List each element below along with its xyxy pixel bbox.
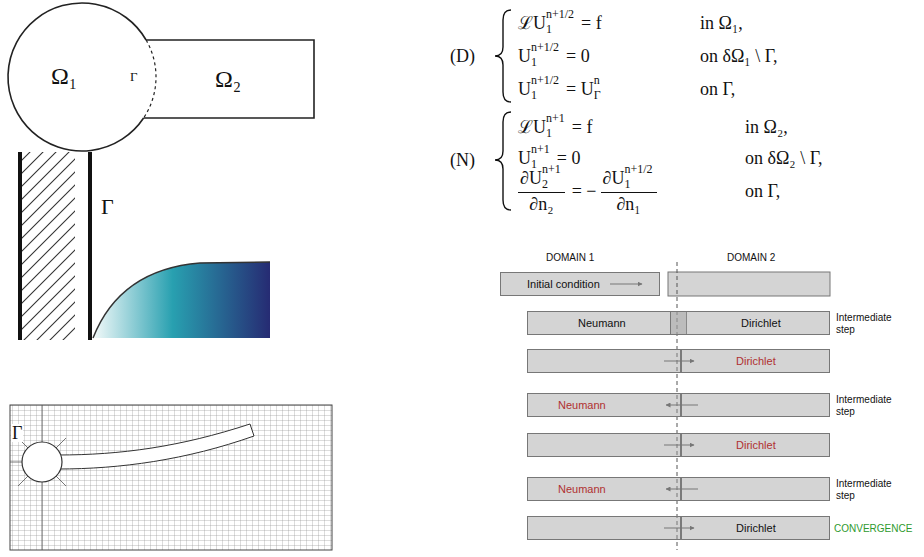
equation-term: n+1/2	[531, 74, 559, 86]
equation-term: = 0	[566, 47, 590, 65]
domain-name: Ω₂	[215, 67, 241, 91]
equation-term: n+1	[542, 163, 561, 175]
equation-term: ℒU	[518, 118, 546, 136]
brace	[495, 10, 511, 210]
equation-term: on δΩ₂ \ Γ,	[745, 149, 822, 167]
equation-term: ∂U	[520, 169, 542, 187]
fraction-bar	[518, 192, 565, 193]
equation-term: on Γ,	[745, 182, 780, 200]
equation-term: Γ	[594, 89, 601, 101]
step-label: Dirichlet	[736, 440, 776, 451]
equation-term: on δΩ₁ \ Γ,	[700, 47, 777, 65]
equation-term: ∂U	[603, 169, 625, 187]
step-label: Initial condition	[527, 279, 600, 290]
equation-term: 2	[542, 178, 548, 190]
domain-region: Ω₁	[36, 58, 92, 94]
fraction-bar	[601, 192, 657, 193]
equation-term: in Ω₂,	[745, 118, 788, 136]
equation-term: 1	[531, 56, 537, 68]
step-bar: Neumann	[527, 393, 830, 417]
equation-term: ∂n₁	[616, 195, 640, 213]
column-header: DOMAIN 2	[727, 253, 775, 263]
step-note: Intermediate step	[836, 394, 900, 417]
step-note: Intermediate step	[836, 478, 900, 501]
equation-term: ℒU	[518, 14, 546, 32]
equation-term: in Ω₁,	[700, 14, 743, 32]
equation-term: n+1/2	[546, 8, 574, 20]
boundary-label: Γ	[11, 424, 23, 442]
equation-term: U	[518, 80, 531, 98]
boundary-label: Γ	[101, 196, 114, 218]
equation-term: = −	[572, 182, 597, 200]
domain-name: Ω₁	[51, 64, 77, 88]
equation-term: U	[518, 47, 531, 65]
equation-term: 1	[624, 178, 630, 190]
step-bar: Dirichlet	[527, 433, 830, 457]
step-label: Dirichlet	[736, 356, 776, 367]
column-header: DOMAIN 1	[546, 253, 594, 263]
step-label: Dirichlet	[736, 523, 776, 534]
step-bar: Dirichlet	[527, 349, 830, 373]
equation-term: = f	[572, 118, 593, 136]
equation-term: 1	[546, 23, 552, 35]
equation-term: n	[594, 74, 600, 86]
equation-term: = f	[581, 14, 602, 32]
equation-term: n+1/2	[531, 41, 559, 53]
step-bar: Dirichlet	[527, 516, 830, 540]
equation-term: 1	[546, 127, 552, 139]
equation-term: U	[518, 149, 531, 167]
mesh-figure	[10, 405, 332, 550]
step-label: Neumann	[558, 484, 606, 495]
step-bar: Dirichlet	[670, 311, 830, 335]
equation-term: n+1	[546, 112, 565, 124]
step-note: Intermediate step	[836, 312, 900, 335]
status-note: CONVERGENCE	[834, 524, 912, 534]
equation-term: 1	[531, 89, 537, 101]
equation-tag: (N)	[450, 151, 475, 169]
wall-figure	[20, 152, 270, 340]
equation-term: n+1	[531, 143, 550, 155]
equation-term: = U	[566, 80, 594, 98]
equation-term: n+1/2	[624, 163, 652, 175]
step-bar: Initial condition	[500, 272, 660, 296]
boundary-label: Γ	[130, 70, 138, 83]
step-label: Dirichlet	[741, 318, 781, 329]
equation-tag: (D)	[450, 47, 475, 65]
step-label: Neumann	[558, 400, 606, 411]
step-bar: Neumann	[527, 477, 830, 501]
equation-term: on Γ,	[700, 80, 735, 98]
domain-figure	[8, 3, 314, 151]
domain-region: Ω₂	[200, 61, 256, 97]
step-label: Neumann	[578, 318, 626, 329]
equation-term: ∂n₂	[529, 195, 553, 213]
step-bar: Neumann	[527, 311, 687, 335]
